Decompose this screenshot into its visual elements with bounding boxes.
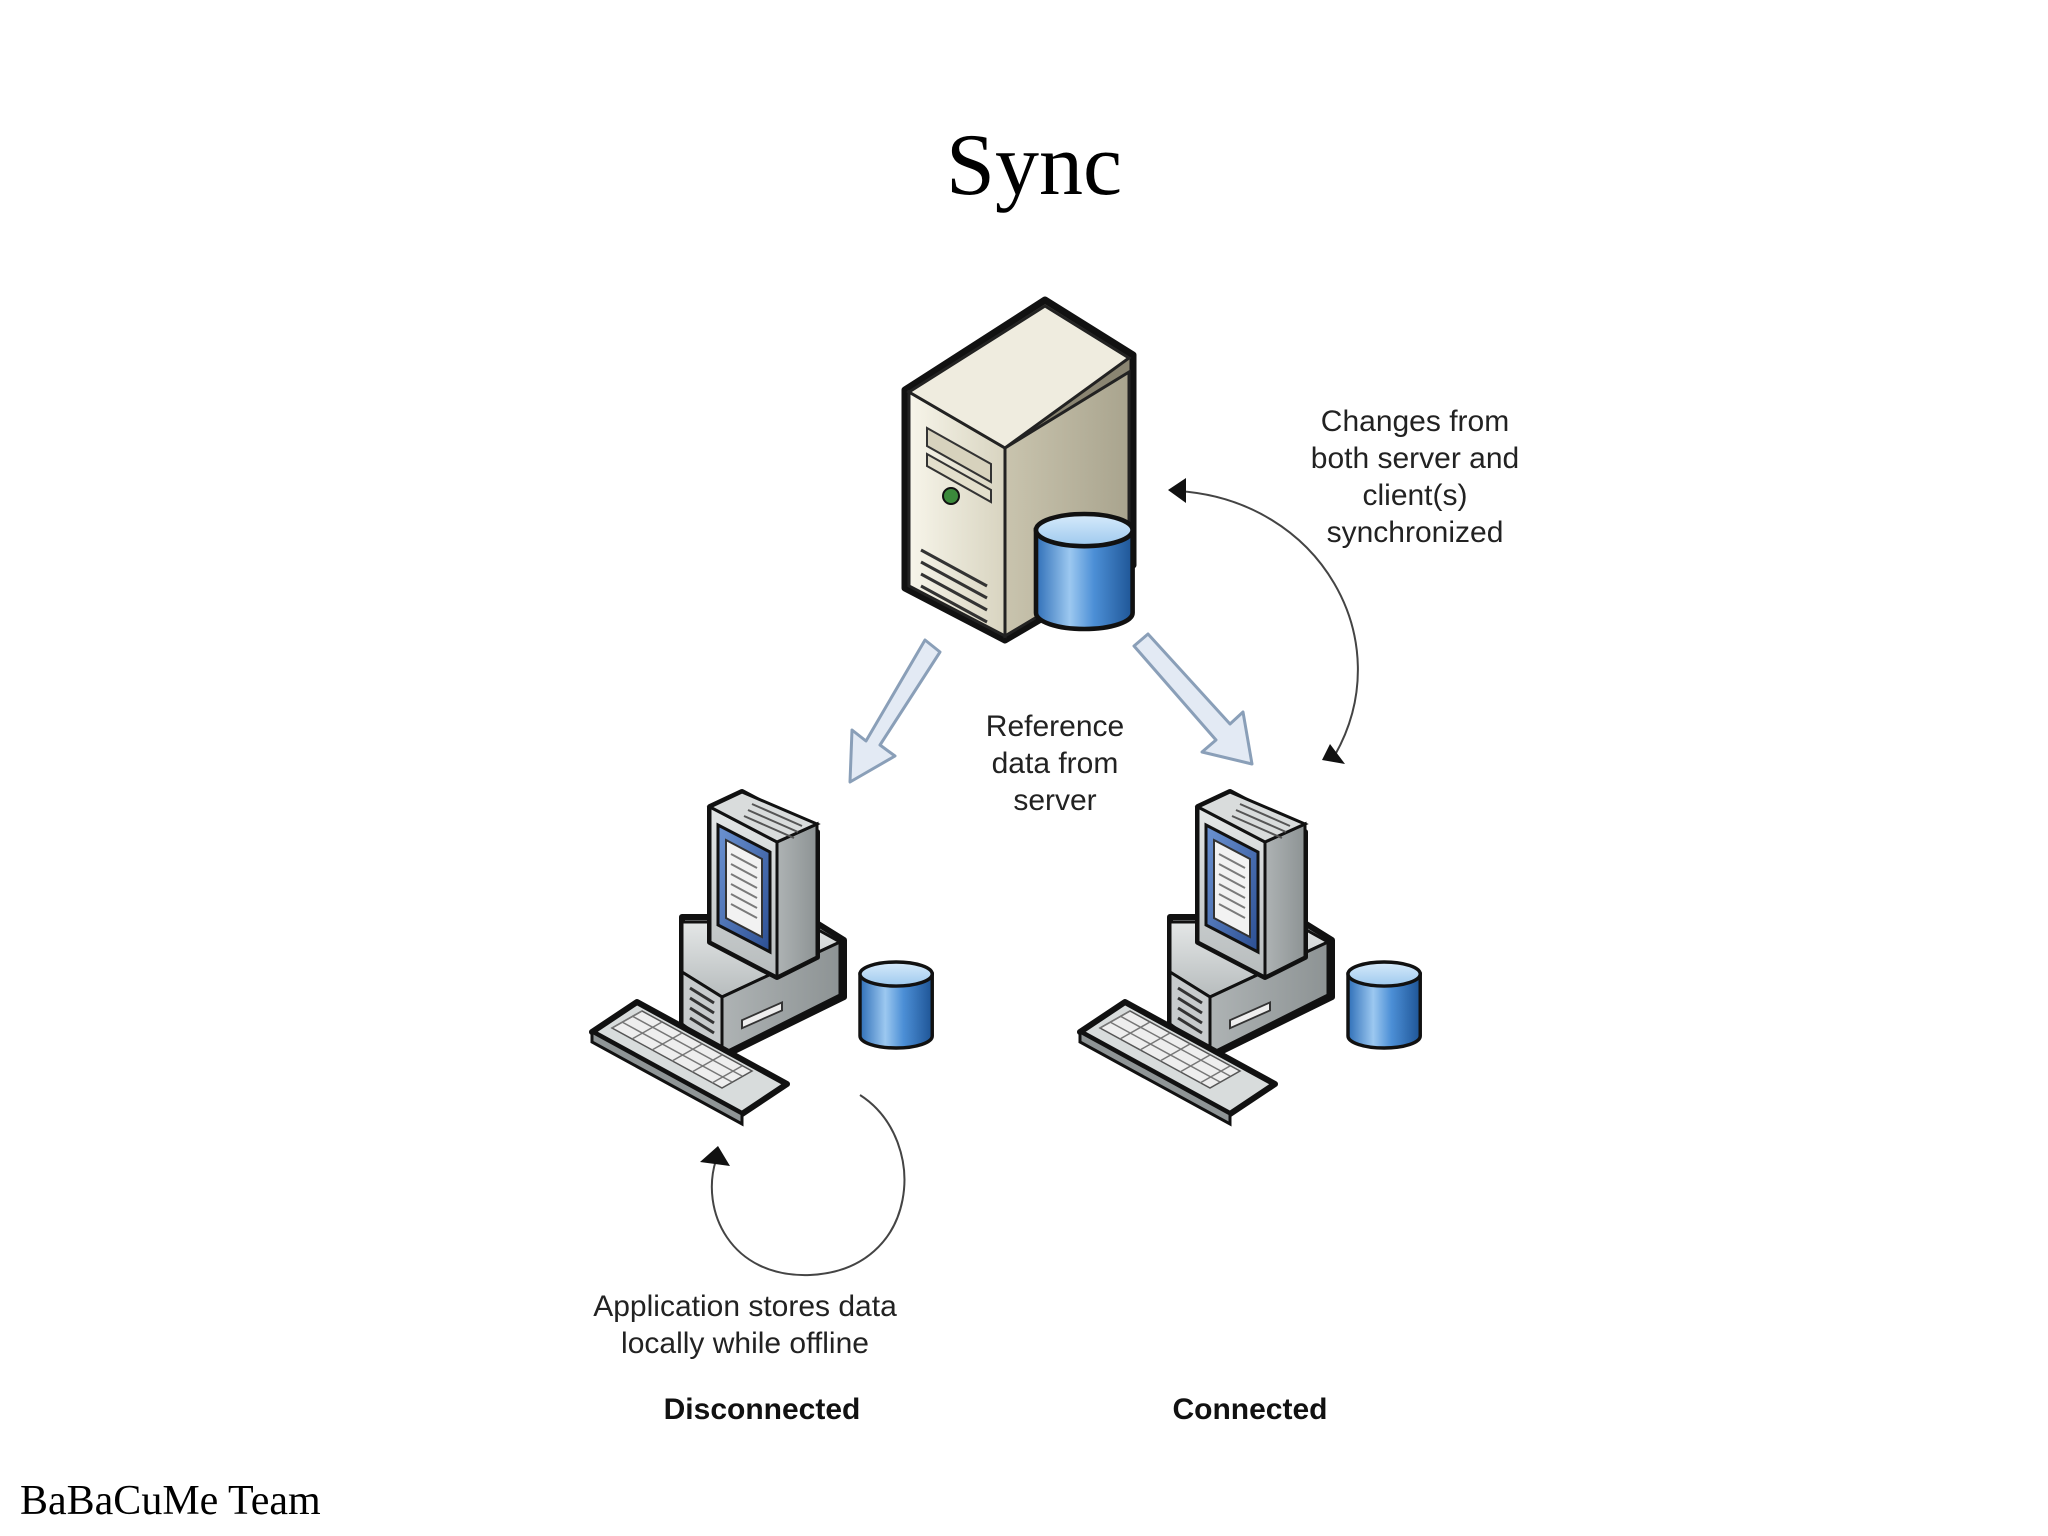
slide-title: Sync [946, 117, 1122, 214]
reference-data-label: Reference data from server [950, 708, 1160, 819]
changes-synchronized-label: Changes from both server and client(s) s… [1280, 403, 1550, 551]
connected-client-icon [1080, 792, 1332, 1124]
connected-label: Connected [1172, 1393, 1328, 1426]
reference-label-line: server [1013, 784, 1097, 817]
footer-team-name: BaBaCuMe Team [20, 1478, 321, 1524]
changes-label-line: synchronized [1326, 516, 1504, 549]
arrow-down-right-icon [1132, 632, 1254, 766]
offline-label-line: Application stores data [593, 1290, 897, 1323]
disconnected-client-icon [592, 792, 844, 1124]
offline-storage-label: Application stores data locally while of… [565, 1288, 925, 1362]
changes-label-line: both server and [1310, 442, 1520, 475]
arrow-down-left-icon [848, 638, 942, 784]
changes-label-line: client(s) [1362, 479, 1468, 512]
disconnected-client-database-icon [858, 960, 934, 1050]
server-database-icon [1036, 514, 1133, 629]
sync-curved-arrow-icon [1177, 490, 1359, 756]
disconnected-label: Disconnected [663, 1393, 861, 1426]
reference-label-line: Reference [985, 710, 1125, 743]
changes-label-line: Changes from [1320, 405, 1510, 438]
offline-label-line: locally while offline [621, 1327, 869, 1360]
reference-label-line: data from [991, 747, 1119, 780]
offline-loop-arrow-icon [710, 1094, 906, 1277]
connected-client-database-icon [1346, 960, 1422, 1050]
